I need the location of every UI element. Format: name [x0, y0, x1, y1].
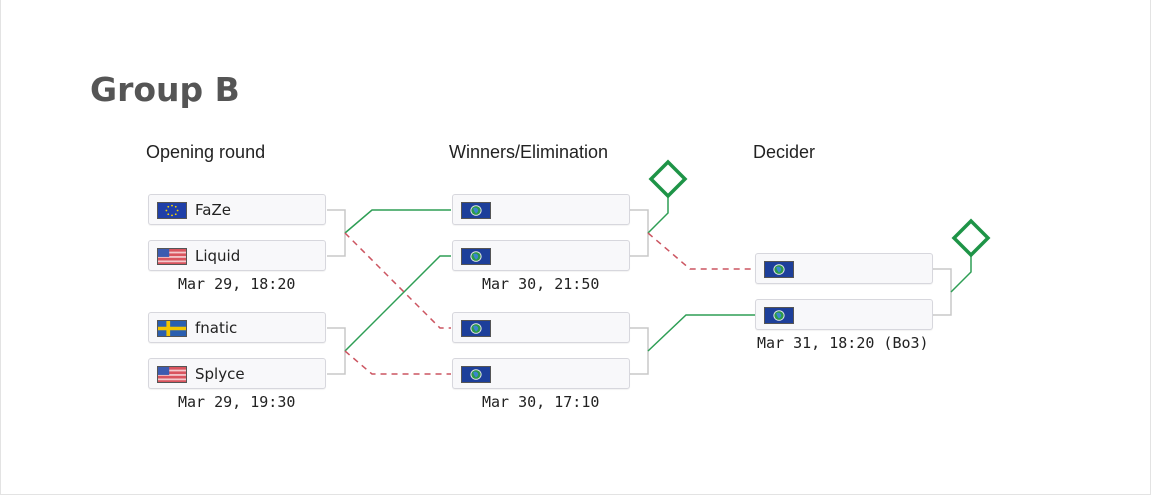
world-flag-icon — [461, 202, 491, 219]
connector-elimination — [630, 327, 649, 375]
connector-opening-1 — [327, 209, 346, 257]
advance-marker-winners — [648, 159, 688, 199]
loss-path-winners — [647, 232, 755, 270]
eu-flag-icon — [157, 202, 187, 219]
team-name: fnatic — [195, 319, 238, 337]
team-slot-elimination-2[interactable] — [452, 358, 630, 389]
round-title-opening: Opening round — [146, 142, 266, 162]
team-slot-winners-1[interactable] — [452, 194, 630, 225]
us-flag-icon — [157, 366, 187, 383]
round-title-decider: Decider — [753, 142, 816, 162]
team-slot-elimination-1[interactable] — [452, 312, 630, 343]
group-title: Group B — [90, 70, 240, 109]
match-time-opening-2: Mar 29, 19:30 — [178, 393, 296, 411]
advance-marker-decider — [951, 218, 991, 258]
connector-winners — [630, 209, 649, 257]
team-slot-splyce[interactable]: Splyce — [148, 358, 326, 389]
team-slot-fnatic[interactable]: fnatic — [148, 312, 326, 343]
world-flag-icon — [461, 248, 491, 265]
win-path-winners — [647, 196, 669, 234]
connector-decider — [933, 268, 952, 316]
team-name: Splyce — [195, 365, 245, 383]
loss-path-opening-1 — [344, 232, 451, 329]
team-slot-faze[interactable]: FaZe — [148, 194, 326, 225]
match-time-opening-1: Mar 29, 18:20 — [178, 275, 296, 293]
team-slot-decider-2[interactable] — [755, 299, 933, 330]
loss-path-opening-2 — [344, 350, 451, 375]
match-time-decider: Mar 31, 18:20 (Bo3) — [757, 334, 929, 352]
match-time-winners: Mar 30, 21:50 — [482, 275, 600, 293]
team-slot-liquid[interactable]: Liquid — [148, 240, 326, 271]
win-path-opening-1 — [344, 209, 451, 234]
world-flag-icon — [461, 366, 491, 383]
win-path-opening-2 — [344, 255, 451, 352]
match-time-elimination: Mar 30, 17:10 — [482, 393, 600, 411]
team-name: FaZe — [195, 201, 231, 219]
team-slot-decider-1[interactable] — [755, 253, 933, 284]
win-path-decider — [950, 255, 972, 293]
team-slot-winners-2[interactable] — [452, 240, 630, 271]
world-flag-icon — [764, 307, 794, 324]
win-path-elimination — [647, 314, 755, 352]
world-flag-icon — [461, 320, 491, 337]
us-flag-icon — [157, 248, 187, 265]
se-flag-icon — [157, 320, 187, 337]
round-title-winners-elimination: Winners/Elimination — [449, 142, 609, 162]
world-flag-icon — [764, 261, 794, 278]
connector-opening-2 — [327, 327, 346, 375]
team-name: Liquid — [195, 247, 241, 265]
